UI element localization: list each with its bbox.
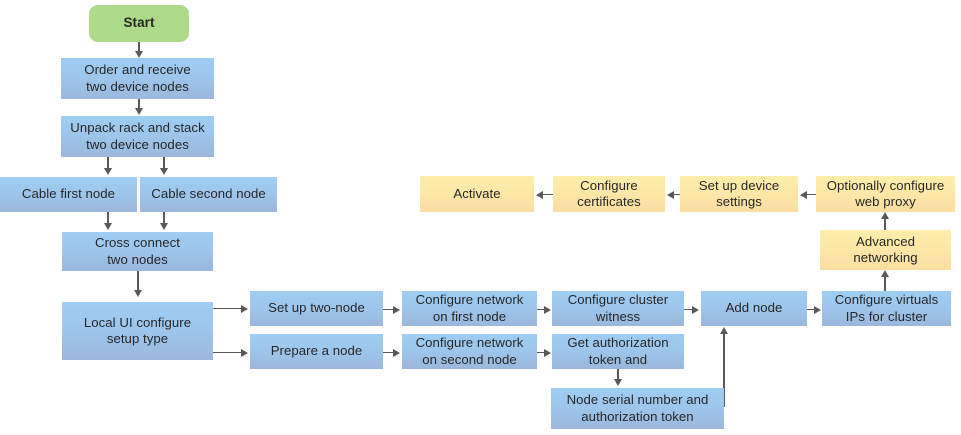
connector-add-node-to-virtual-ips: [807, 308, 815, 311]
arrowhead-local-ui-to-setup-two-node: [241, 304, 248, 313]
node-local-ui-configure-setup-type[interactable]: Local UI configure setup type: [62, 302, 213, 360]
arrowhead-setup-two-node-to-config-net-first: [393, 305, 400, 314]
connector-cable-first-to-cross: [107, 212, 109, 224]
node-get-authorization-token[interactable]: Get authorization token and: [552, 334, 684, 369]
node-add-node[interactable]: Add node: [701, 291, 807, 326]
node-optionally-configure-web-proxy[interactable]: Optionally configure web proxy: [816, 176, 955, 212]
connector-setup-two-node-to-config-net-first: [383, 308, 394, 311]
node-advanced-networking[interactable]: Advanced networking: [820, 230, 951, 270]
node-configure-network-on-second-node[interactable]: Configure network on second node: [402, 334, 537, 369]
connector-advanced-networking-to-web-proxy: [884, 219, 886, 233]
node-prepare-a-node[interactable]: Prepare a node: [250, 334, 383, 369]
node-activate[interactable]: Activate: [420, 176, 534, 212]
arrowhead-get-auth-to-node-serial: [613, 379, 622, 386]
connector-start-to-order: [138, 42, 140, 52]
arrowhead-local-ui-to-prepare-node: [241, 348, 248, 357]
node-node-serial-number-and-authorization-token[interactable]: Node serial number and authorization tok…: [551, 388, 724, 429]
connector-web-proxy-to-device-settings: [807, 193, 818, 196]
connector-prepare-node-to-config-net-second: [383, 351, 394, 354]
connector-virtual-ips-to-advanced-networking: [884, 277, 886, 292]
node-order-and-receive-two-device-nodes[interactable]: Order and receive two device nodes: [61, 58, 214, 99]
arrowhead-device-settings-to-certificates: [667, 190, 674, 199]
arrowhead-unpack-to-cable-second: [159, 168, 168, 175]
node-set-up-device-settings[interactable]: Set up device settings: [680, 176, 798, 212]
node-cable-second-node[interactable]: Cable second node: [140, 177, 277, 212]
connector-certificates-to-activate: [543, 193, 553, 196]
node-configure-network-on-first-node[interactable]: Configure network on first node: [402, 291, 537, 326]
connector-cable-second-to-cross: [163, 212, 165, 224]
connector-node-serial-to-add-node: [723, 334, 725, 407]
arrowhead-prepare-node-to-config-net-second: [393, 348, 400, 357]
node-unpack-rack-and-stack-two-device-nodes[interactable]: Unpack rack and stack two device nodes: [61, 116, 214, 157]
arrowhead-config-net-second-to-get-auth: [544, 348, 551, 357]
connector-config-net-first-to-cluster-witness: [537, 308, 545, 311]
node-set-up-two-node[interactable]: Set up two-node: [250, 291, 383, 326]
arrowhead-node-serial-to-add-node: [719, 327, 728, 334]
node-configure-certificates[interactable]: Configure certificates: [553, 176, 665, 212]
connector-cluster-witness-to-add-node: [684, 308, 693, 311]
connector-device-settings-to-certificates: [674, 193, 683, 196]
arrowhead-add-node-to-virtual-ips: [814, 305, 821, 314]
arrowhead-start-to-order: [134, 51, 143, 58]
connector-order-to-unpack: [138, 99, 140, 109]
arrowhead-cable-second-to-cross: [159, 223, 168, 230]
arrowhead-cable-first-to-cross: [103, 223, 112, 230]
connector-unpack-to-cable-second: [163, 157, 165, 169]
arrowhead-order-to-unpack: [134, 108, 143, 115]
connector-local-ui-to-setup-two-node: [213, 307, 242, 310]
connector-config-net-second-to-get-auth: [537, 351, 545, 354]
arrowhead-unpack-to-cable-first: [103, 168, 112, 175]
arrowhead-virtual-ips-to-advanced-networking: [880, 270, 889, 277]
arrowhead-web-proxy-to-device-settings: [800, 190, 807, 199]
node-configure-cluster-witness[interactable]: Configure cluster witness: [552, 291, 684, 326]
arrowhead-cluster-witness-to-add-node: [692, 305, 699, 314]
node-configure-virtual-ips-for-cluster[interactable]: Configure virtuals IPs for cluster: [822, 291, 951, 326]
connector-unpack-to-cable-first: [107, 157, 109, 169]
arrowhead-advanced-networking-to-web-proxy: [880, 212, 889, 219]
connector-get-auth-to-node-serial: [617, 369, 619, 380]
arrowhead-config-net-first-to-cluster-witness: [544, 305, 551, 314]
node-cross-connect-two-nodes[interactable]: Cross connect two nodes: [62, 232, 213, 271]
arrowhead-cross-to-local-ui: [133, 290, 142, 297]
node-start[interactable]: Start: [89, 5, 189, 42]
connector-cross-to-local-ui: [137, 271, 139, 291]
node-cable-first-node[interactable]: Cable first node: [0, 177, 137, 212]
arrowhead-certificates-to-activate: [536, 190, 543, 199]
connector-local-ui-to-prepare-node: [213, 351, 242, 354]
